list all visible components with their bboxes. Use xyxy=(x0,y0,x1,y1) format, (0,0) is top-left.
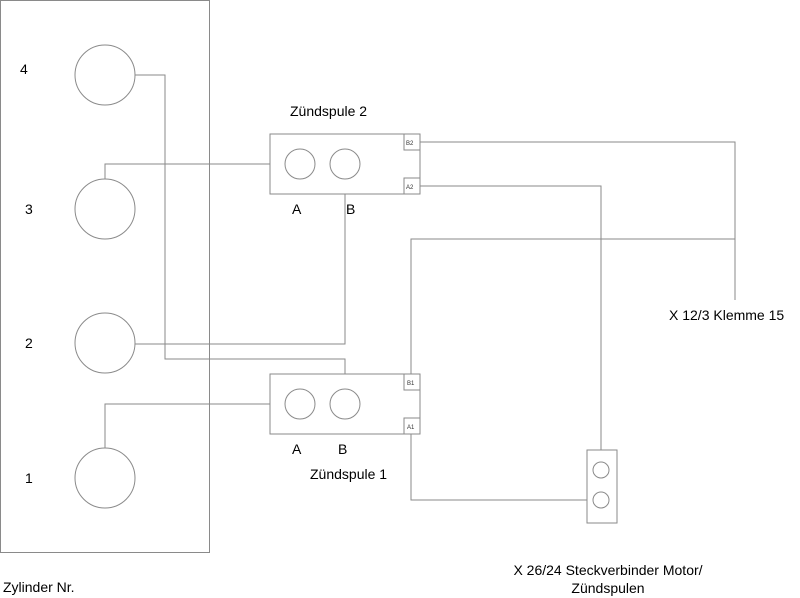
cylinder-block-title: Zylinder Nr. xyxy=(3,579,75,595)
wire-b1-klemme15 xyxy=(410,238,735,374)
coil-1-pin-a1-label: A1 xyxy=(407,425,415,431)
wire-a1-connector xyxy=(410,433,591,501)
cylinder-2-circle xyxy=(74,312,136,374)
coil-1-pin-b1 xyxy=(403,373,421,391)
cylinder-3-circle xyxy=(74,178,136,240)
cylinder-4-label: 4 xyxy=(20,61,28,77)
coil-1-output-a xyxy=(284,388,316,420)
cylinder-2-label: 2 xyxy=(25,335,33,351)
coil-2-output-a xyxy=(284,148,316,180)
coil-1-a-label: A xyxy=(292,441,302,457)
coil-1-pin-b1-label: B1 xyxy=(407,381,415,387)
cylinder-1-label: 1 xyxy=(25,470,33,486)
cylinder-4-circle xyxy=(74,44,136,106)
terminal-15-label: X 12/3 Klemme 15 xyxy=(669,307,784,323)
connector-pin-2 xyxy=(592,491,610,509)
wire-a2-connector xyxy=(420,185,602,461)
coil-2-pin-a2 xyxy=(403,177,421,195)
coil-2-output-b xyxy=(329,148,361,180)
wire-cyl4-coil1-b xyxy=(135,74,346,390)
coil-2-pin-b2 xyxy=(403,133,421,151)
wire-b2-klemme15 xyxy=(420,141,736,300)
coil-1-output-b xyxy=(329,388,361,420)
coil-2-title: Zündspule 2 xyxy=(290,103,367,119)
coil-2-b-label: B xyxy=(346,201,355,217)
connector-pin-1 xyxy=(592,461,610,479)
coil-2-pin-a2-label: A2 xyxy=(406,185,414,191)
ignition-coil-2: B2 A2 A B Zündspule 2 xyxy=(269,103,421,217)
coil-1-b-label: B xyxy=(338,441,347,457)
connector-x26-24: X 26/24 Steckverbinder Motor/ Zündspulen xyxy=(513,449,703,596)
cylinder-1-circle xyxy=(74,447,136,509)
ignition-coil-1: B1 A1 A B Zündspule 1 xyxy=(269,373,421,482)
connector-label-line2: Zündspulen xyxy=(571,580,644,596)
cylinder-3-label: 3 xyxy=(25,201,33,217)
wire-cyl2-coil2-b xyxy=(135,179,346,345)
wire-cyl1-coil1-a xyxy=(104,403,285,448)
coil-2-pin-b2-label: B2 xyxy=(406,141,414,147)
coil-2-a-label: A xyxy=(292,201,302,217)
connector-label-line1: X 26/24 Steckverbinder Motor/ xyxy=(513,562,702,578)
coil-1-pin-a1 xyxy=(403,417,421,435)
coil-1-title: Zündspule 1 xyxy=(310,466,387,482)
connector-body xyxy=(586,449,618,524)
